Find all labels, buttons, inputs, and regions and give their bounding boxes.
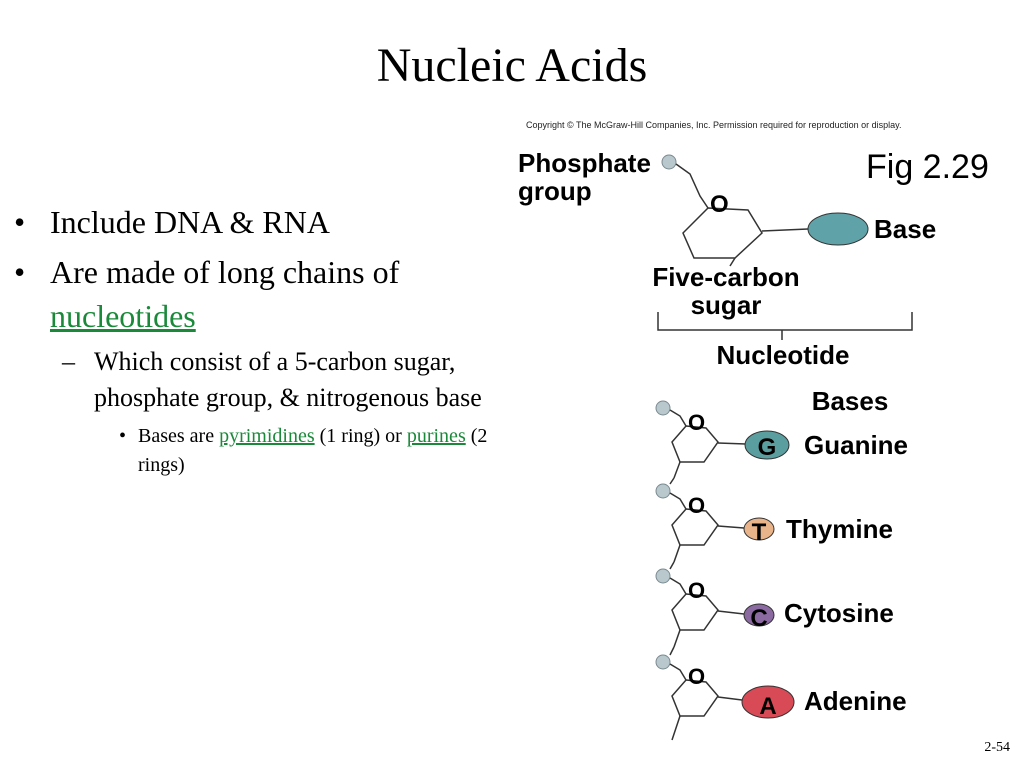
oxygen-label: O — [688, 410, 705, 435]
base-icon — [807, 212, 869, 246]
sugar-ring-icon — [671, 593, 719, 631]
base-name: Guanine — [804, 430, 908, 460]
bullet-dot-icon: • — [14, 254, 26, 290]
phosphate-label-1: Phosphate — [518, 148, 651, 178]
phosphate-label-2: group — [518, 176, 592, 206]
bullet-text: Include DNA & RNA — [50, 204, 330, 240]
sub-sub-bullet-item: • Bases are pyrimidines (1 ring) or puri… — [14, 422, 504, 480]
nucleotide-bracket — [657, 312, 913, 340]
pyrimidines-link[interactable]: pyrimidines — [219, 425, 315, 447]
phosphate-icon — [655, 568, 671, 584]
oxygen-label: O — [710, 191, 729, 218]
oxygen-label: O — [688, 664, 705, 689]
base-name: Cytosine — [784, 598, 894, 628]
bullet-item: • Are made of long chains of nucleotides — [14, 250, 504, 338]
base-letter: C — [750, 605, 767, 632]
sugar-ring-icon — [671, 508, 719, 546]
bullet-dot-icon: • — [119, 425, 127, 447]
phosphate-icon — [655, 483, 671, 499]
chain-nucleotide-4: O A Adenine — [655, 646, 907, 741]
backbone-bond — [673, 629, 681, 648]
nucleotide-label: Nucleotide — [717, 340, 850, 370]
backbone-bond — [673, 461, 681, 479]
sugar-ring-icon — [671, 425, 719, 463]
base-name: Adenine — [804, 686, 907, 716]
sugar-tail — [729, 257, 736, 267]
cytosine-icon — [743, 603, 775, 627]
base-letter: A — [759, 693, 776, 720]
bases-header: Bases — [812, 386, 889, 416]
phosphate-bond — [675, 163, 709, 209]
base-bond — [717, 610, 745, 615]
bases-text: Bases are — [138, 425, 215, 447]
base-label: Base — [874, 214, 936, 244]
bullet-item: • Include DNA & RNA — [14, 200, 504, 244]
sugar-ring-icon — [671, 679, 719, 717]
chain-nucleotide-3: O C Cytosine — [655, 561, 894, 648]
oxygen-label: O — [688, 578, 705, 603]
guanine-icon — [744, 430, 790, 460]
base-letter: G — [758, 434, 777, 461]
slide-title: Nucleic Acids — [376, 39, 648, 92]
base-name: Thymine — [786, 514, 893, 544]
phosphate-icon — [655, 654, 671, 670]
adenine-icon — [741, 685, 795, 719]
or-text: or — [385, 425, 402, 447]
backbone-bond — [673, 544, 681, 563]
copyright-notice: Copyright © The McGraw-Hill Companies, I… — [526, 120, 902, 130]
dash-icon: – — [62, 347, 75, 376]
sub-bullet-text: Which consist of a 5-carbon sugar, phosp… — [94, 347, 482, 412]
bullet-dot-icon: • — [14, 204, 26, 240]
base-letter: T — [752, 519, 767, 546]
chain-nucleotide-1: O G Guanine — [655, 400, 908, 479]
nucleotides-link[interactable]: nucleotides — [50, 298, 196, 334]
base-bond — [717, 525, 745, 529]
phosphate-bond — [669, 561, 687, 595]
phosphate-icon — [661, 154, 677, 170]
thymine-icon — [743, 517, 775, 541]
phosphate-icon — [655, 400, 671, 416]
sugar-label-2: sugar — [691, 290, 762, 320]
base-bond — [761, 228, 809, 232]
phosphate-bond — [669, 409, 687, 427]
base-bond — [717, 442, 747, 445]
backbone-bond — [671, 715, 681, 741]
bullet-list: • Include DNA & RNA • Are made of long c… — [14, 200, 504, 480]
phosphate-bond — [669, 477, 687, 510]
oxygen-label: O — [688, 493, 705, 518]
sub-bullet-item: – Which consist of a 5-carbon sugar, pho… — [14, 344, 504, 416]
figure-label: Fig 2.29 — [866, 148, 989, 186]
phosphate-bond — [669, 646, 687, 681]
sugar-label-1: Five-carbon — [652, 262, 799, 292]
purines-link[interactable]: purines — [406, 425, 466, 447]
base-bond — [717, 696, 743, 701]
chain-nucleotide-2: O T Thymine — [655, 477, 893, 563]
one-ring-text: (1 ring) — [319, 425, 381, 447]
slide-number: 2-54 — [984, 740, 1010, 755]
two-rings-text: (2 rings) — [138, 425, 488, 476]
bullet-text: Are made of long chains of — [50, 254, 400, 290]
